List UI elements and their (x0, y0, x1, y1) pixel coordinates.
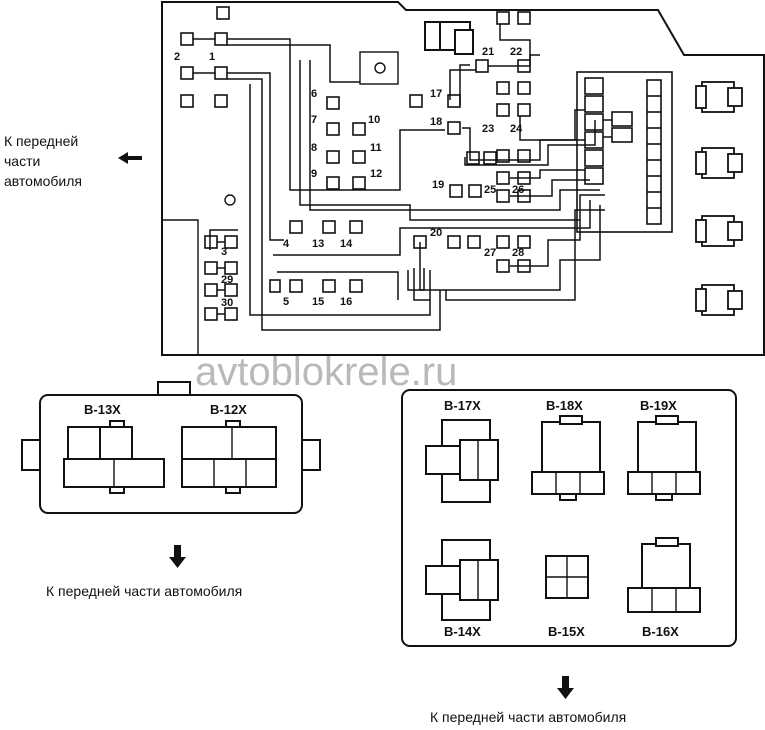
connector-left: B-13X B-12X (21, 381, 321, 514)
front-label-line1: К передней (4, 133, 78, 149)
fuse-label-3: 3 (221, 246, 227, 258)
fuse-sockets (180, 6, 531, 321)
connector-right: B-17X B-18X B-19X B-14X B-15X B-16X (401, 389, 737, 647)
fuse-label-19: 19 (432, 179, 444, 191)
fuse-label-20: 20 (430, 227, 442, 239)
fuse-board (161, 1, 765, 356)
front-label-line2: части (4, 153, 40, 169)
front-caption-left: К передней части автомобиля (46, 583, 242, 599)
fuse-label-7: 7 (311, 114, 317, 126)
fuse-label-14: 14 (340, 238, 353, 250)
relay-column (576, 71, 673, 233)
fuse-label-5: 5 (283, 296, 289, 308)
connector-label-b17x: B-17X (444, 398, 481, 413)
big-relays (695, 81, 743, 316)
arrow-left-icon (118, 152, 142, 164)
arrow-down-icon (557, 676, 574, 699)
fuse-label-25: 25 (484, 184, 496, 196)
fuse-label-9: 9 (311, 168, 317, 180)
fuse-label-6: 6 (311, 88, 317, 100)
front-caption-right: К передней части автомобиля (430, 709, 626, 725)
fuse-label-24: 24 (510, 123, 523, 135)
connector-label-b15x: B-15X (548, 624, 585, 639)
fuse-label-29: 29 (221, 274, 233, 286)
front-label-line3: автомобиля (4, 173, 82, 189)
fuse-label-15: 15 (312, 296, 324, 308)
fuse-label-8: 8 (311, 142, 317, 154)
connector-label-b16x: B-16X (642, 624, 679, 639)
connector-label-b13x: B-13X (84, 402, 121, 417)
fuse-label-1: 1 (209, 51, 215, 63)
wiring-traces (193, 24, 612, 331)
front-caption-right-group: К передней части автомобиля (430, 676, 626, 725)
fuse-label-13: 13 (312, 238, 324, 250)
arrow-down-icon (169, 545, 186, 568)
fuse-label-27: 27 (484, 247, 496, 259)
fuse-label-21: 21 (482, 46, 494, 58)
fuse-label-30: 30 (221, 297, 233, 309)
fuse-labels: 1 2 3 4 5 6 7 8 9 10 11 12 13 14 15 16 1… (174, 46, 524, 309)
connector-label-b12x: B-12X (210, 402, 247, 417)
fuse-label-26: 26 (512, 184, 524, 196)
front-direction-label: К передней части автомобиля (4, 133, 142, 189)
fuse-label-10: 10 (368, 114, 380, 126)
fuse-label-28: 28 (512, 247, 524, 259)
fuse-label-22: 22 (510, 46, 522, 58)
fuse-label-2: 2 (174, 51, 180, 63)
fuse-label-18: 18 (430, 116, 442, 128)
fuse-label-12: 12 (370, 168, 382, 180)
front-caption-left-group: К передней части автомобиля (46, 545, 242, 599)
relay-top (424, 21, 474, 55)
fuse-label-4: 4 (283, 238, 290, 250)
connector-label-b19x: B-19X (640, 398, 677, 413)
fuse-label-16: 16 (340, 296, 352, 308)
fuse-label-11: 11 (370, 142, 382, 154)
watermark: avtoblokrele.ru (195, 350, 457, 394)
connector-label-b18x: B-18X (546, 398, 583, 413)
fuse-label-23: 23 (482, 123, 494, 135)
fuse-label-17: 17 (430, 88, 442, 100)
connector-label-b14x: B-14X (444, 624, 481, 639)
